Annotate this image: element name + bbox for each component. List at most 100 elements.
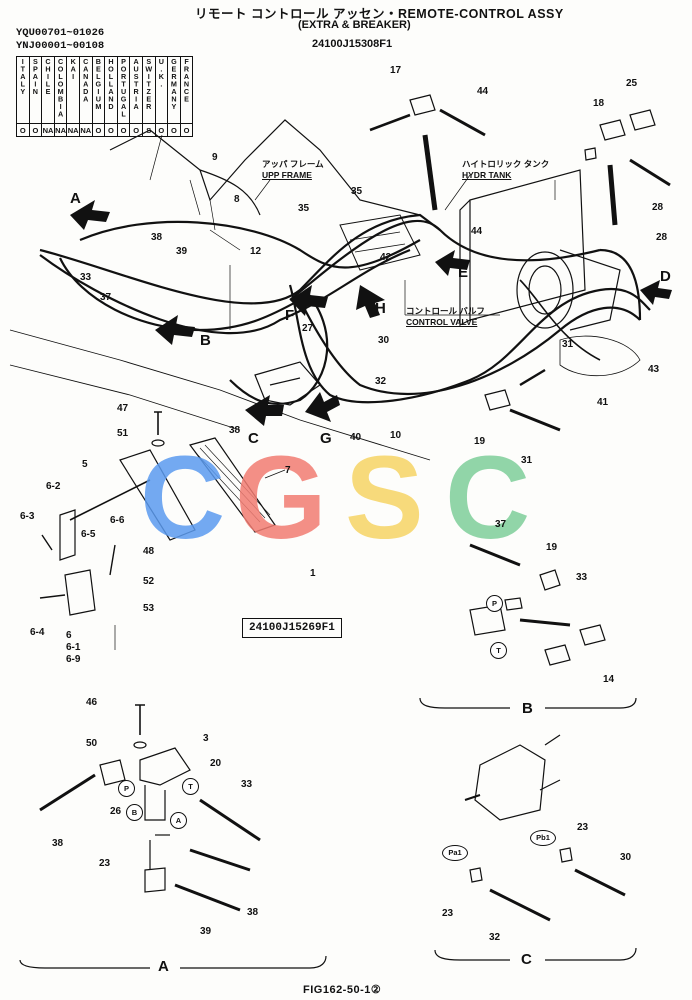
- title-line-2: (EXTRA & BREAKER): [298, 19, 411, 31]
- country-name-cell: COLOMBIA: [53, 56, 68, 124]
- part-number: 32: [375, 376, 387, 387]
- country-name: AUSTRIA: [131, 57, 141, 110]
- country-value: O: [167, 123, 181, 137]
- part-number: 30: [378, 335, 390, 346]
- country-value: O: [16, 123, 30, 137]
- view-letter-e: E: [458, 264, 469, 281]
- part-number: 48: [143, 546, 155, 557]
- part-number: 35: [298, 203, 310, 214]
- country-value: O: [91, 123, 106, 137]
- country-name: FRANCE: [182, 57, 192, 102]
- country-name: BELGIUM: [93, 57, 103, 110]
- part-number: 28: [656, 232, 668, 243]
- part-number: 6-5: [81, 529, 96, 540]
- part-number: 23: [442, 908, 454, 919]
- part-number: 46: [86, 697, 98, 708]
- watermark: C G S C: [140, 430, 560, 564]
- part-number: 40: [350, 432, 362, 443]
- port-label-p-b: P: [486, 595, 503, 612]
- part-number: 17: [390, 65, 402, 76]
- title-line-1: リモート コントロール アッセン・REMOTE-CONTROL ASSY: [195, 7, 564, 21]
- part-number: 43: [648, 364, 660, 375]
- part-number: 12: [250, 246, 262, 257]
- country-name: SPAIN: [30, 57, 40, 95]
- part-number: 9: [212, 152, 218, 163]
- part-number: 42: [380, 252, 392, 263]
- port-label-t-a: T: [182, 778, 199, 795]
- country-applicability-table: ITALY SPAIN CHILE COLOMBIA KAI CANADA BE…: [16, 56, 194, 137]
- section-label-b: B: [522, 700, 533, 717]
- watermark-letter-g: G: [235, 432, 327, 564]
- part-number: 1: [310, 568, 316, 579]
- part-number: 35: [351, 186, 363, 197]
- part-number: 6-1: [66, 642, 81, 653]
- view-letter-h: H: [375, 300, 386, 317]
- part-number: 38: [151, 232, 163, 243]
- part-number: 19: [474, 436, 486, 447]
- port-label-p-a: P: [118, 780, 135, 797]
- country-name: CANADA: [81, 57, 91, 102]
- part-number: 7: [285, 465, 291, 476]
- part-number: 37: [100, 292, 112, 303]
- part-number: 44: [471, 226, 483, 237]
- country-name-cell: PORTUGAL: [116, 56, 131, 124]
- country-name: PORTUGAL: [119, 57, 129, 117]
- part-number: 20: [210, 758, 222, 769]
- part-number: 23: [99, 858, 111, 869]
- part-number: 14: [603, 674, 615, 685]
- country-value: S: [141, 123, 156, 137]
- view-letter-f: F: [285, 307, 295, 324]
- country-name: ITALY: [18, 57, 28, 95]
- hydr-tank-jp: ハイトロリック タンク: [462, 159, 550, 169]
- part-number: 44: [477, 86, 489, 97]
- country-name-cell: SPAIN: [28, 56, 43, 124]
- part-number: 33: [576, 572, 588, 583]
- part-number: 18: [593, 98, 605, 109]
- country-name: KAI: [68, 57, 78, 80]
- watermark-letter-c: C: [140, 432, 226, 564]
- view-letter-b: B: [200, 332, 211, 349]
- part-number: 33: [80, 272, 92, 283]
- control-valve-jp: コントロール バルフ: [406, 306, 485, 316]
- part-number: 51: [117, 428, 129, 439]
- watermark-letter-c2: C: [445, 432, 531, 564]
- country-value: NA: [53, 123, 68, 137]
- country-value: O: [154, 123, 169, 137]
- part-number: 28: [652, 202, 664, 213]
- part-number: 19: [546, 542, 558, 553]
- country-name-cell: U.K.: [154, 56, 169, 124]
- part-number: 23: [577, 822, 589, 833]
- country-value: O: [179, 123, 194, 137]
- part-number: 52: [143, 576, 155, 587]
- part-number: 31: [562, 339, 574, 350]
- part-number: 6-4: [30, 627, 45, 638]
- view-letter-c: C: [248, 430, 259, 447]
- port-label-pb1: Pb1: [530, 830, 556, 846]
- view-letter-a: A: [70, 190, 81, 207]
- country-name-cell: KAI: [66, 56, 80, 124]
- country-value: NA: [78, 123, 93, 137]
- country-name-cell: CANADA: [78, 56, 93, 124]
- part-number: 53: [143, 603, 155, 614]
- country-name-cell: SWITZER: [141, 56, 156, 124]
- port-label-b-a: B: [126, 804, 143, 821]
- part-number: 6-6: [110, 515, 125, 526]
- country-value: O: [116, 123, 131, 137]
- country-name: SWITZER: [144, 57, 154, 110]
- part-number: 33: [241, 779, 253, 790]
- part-number: 6: [66, 630, 72, 641]
- section-label-a: A: [158, 958, 169, 975]
- part-number: 10: [390, 430, 402, 441]
- country-value: O: [129, 123, 143, 137]
- part-number: 37: [495, 519, 507, 530]
- serial-range-1: YQU00701~01026: [16, 27, 105, 39]
- country-name: GERMANY: [169, 57, 179, 110]
- part-number: 30: [620, 852, 632, 863]
- part-number: 5: [82, 459, 88, 470]
- part-number: 39: [176, 246, 188, 257]
- assy-number: 24100J15308F1: [312, 38, 393, 50]
- part-number: 25: [626, 78, 638, 89]
- part-number: 50: [86, 738, 98, 749]
